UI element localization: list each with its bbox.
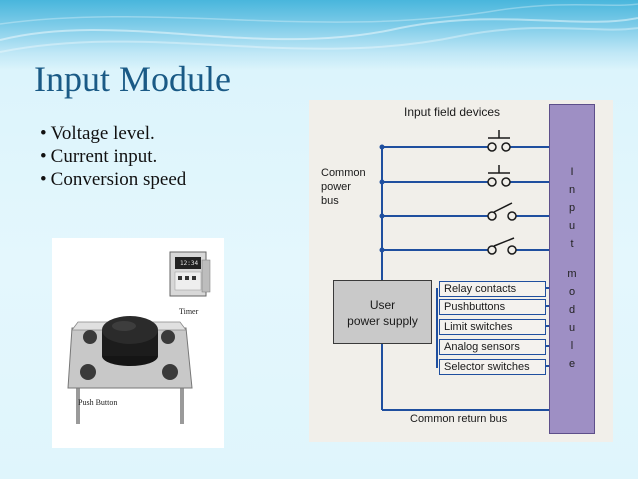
header-band (0, 0, 638, 70)
module-letter: I (570, 166, 574, 178)
input-field-devices-label: Input field devices (404, 105, 501, 119)
module-letter: e (568, 358, 576, 370)
user-power-supply-label: power supply (347, 314, 418, 328)
common-power-bus-label: Common (321, 167, 366, 179)
common-return-bus-label: Common return bus (410, 413, 508, 425)
module-letter: u (568, 220, 576, 232)
common-power-bus-label: power (321, 181, 351, 193)
user-power-supply-box (333, 280, 432, 344)
slide-title: Input Module (34, 59, 231, 99)
user-power-supply-label: User (369, 298, 396, 312)
input-module-bar (549, 104, 595, 434)
relay-contacts-label: Relay contacts (439, 281, 546, 297)
timer-icon (169, 251, 211, 297)
module-letter: l (570, 340, 574, 352)
bullet-item: Voltage level. (40, 122, 186, 145)
module-letter: p (568, 202, 576, 214)
module-letter: t (570, 238, 574, 250)
pushbuttons-label: Pushbuttons (439, 299, 546, 315)
module-letter: n (568, 184, 576, 196)
module-letter: m (567, 268, 577, 280)
module-letter: o (568, 286, 576, 298)
module-letter: u (568, 322, 576, 334)
bullet-item: Conversion speed (40, 168, 187, 191)
timer-display: 12:34 (180, 260, 198, 267)
analog-sensors-label: Analog sensors (439, 339, 546, 355)
push-button-photo: 12:34 Timer Push Button (52, 238, 224, 448)
common-power-bus-label: bus (321, 195, 339, 207)
module-letter: d (568, 304, 576, 316)
bullet-list: Voltage level. Current input. Conversion… (40, 122, 187, 191)
push-button-label: Push Button (78, 398, 118, 407)
selector-switches-label: Selector switches (439, 359, 546, 375)
bullet-item: Current input. (40, 145, 186, 168)
push-button-illustration: 12:34 (67, 251, 211, 424)
limit-switches-label: Limit switches (439, 319, 546, 335)
timer-label: Timer (179, 307, 199, 316)
push-button-icon (67, 316, 193, 424)
header-wave-decoration (0, 3, 638, 53)
